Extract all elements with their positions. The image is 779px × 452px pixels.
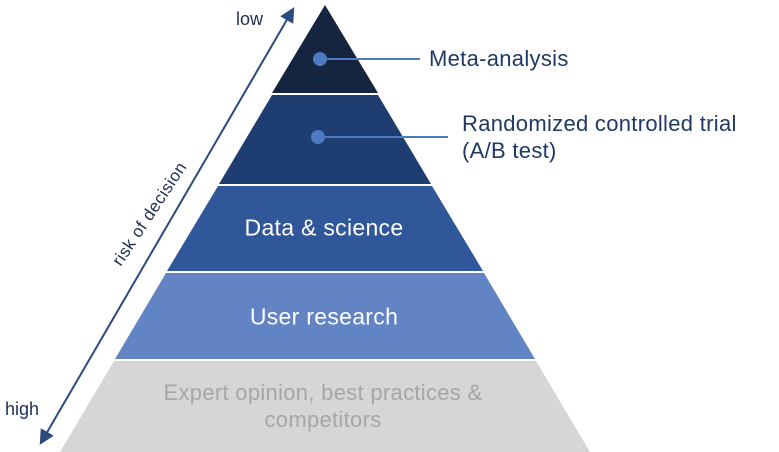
level-3-label-data-science: Data & science — [244, 214, 404, 241]
level-4-label-user-research: User research — [249, 303, 399, 330]
level-1-label-meta-analysis: Meta-analysis — [429, 46, 569, 71]
callout-dot-rct — [311, 130, 325, 144]
pyramid-level-2-shape — [219, 95, 431, 184]
risk-axis-arrow — [39, 7, 295, 445]
pyramid-level-1-shape — [272, 5, 378, 93]
axis-high-label: high — [5, 399, 40, 419]
callout-dot-meta-analysis — [313, 52, 327, 66]
axis-low-label: low — [236, 9, 264, 29]
level-2-label-rct: Randomized controlled trial (A/B test) — [462, 111, 737, 163]
level-5-label-expert-opinion: Expert opinion, best practices & competi… — [163, 380, 483, 432]
